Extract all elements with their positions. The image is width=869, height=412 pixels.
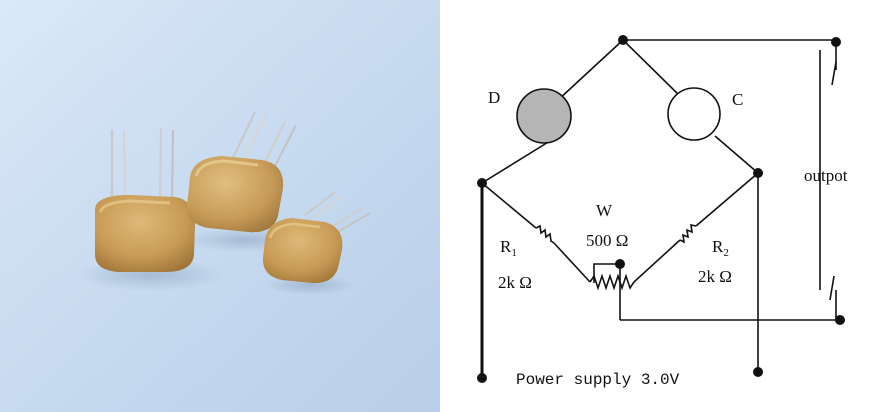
label-power-supply: Power supply 3.0V bbox=[516, 371, 680, 389]
wire-r2-upper bbox=[695, 172, 759, 227]
output-break-top bbox=[831, 61, 837, 86]
label-w: W bbox=[596, 201, 613, 220]
label-output: outpot bbox=[804, 166, 848, 185]
wire-top-right bbox=[622, 39, 681, 97]
node-top bbox=[618, 35, 628, 45]
label-r2: R2 bbox=[712, 237, 729, 259]
potentiometer-w bbox=[589, 273, 635, 291]
output-break-bottom bbox=[829, 275, 835, 301]
resistor-r1 bbox=[535, 224, 555, 244]
node-power-left bbox=[477, 373, 487, 383]
wire-c-to-right bbox=[714, 135, 759, 174]
label-c: C bbox=[732, 90, 743, 109]
wire-r1-upper bbox=[481, 182, 537, 229]
node-output-top bbox=[831, 37, 841, 47]
node-output-bottom bbox=[835, 315, 845, 325]
label-w-value: 500 Ω bbox=[586, 231, 628, 250]
wire-top-left bbox=[557, 39, 624, 101]
wire-r1-lower bbox=[553, 242, 591, 283]
node-right bbox=[753, 168, 763, 178]
node-left bbox=[477, 178, 487, 188]
sensor-element-d bbox=[516, 88, 572, 144]
node-power-right bbox=[753, 367, 763, 377]
label-r1: R1 bbox=[500, 237, 517, 259]
sensor-photo bbox=[0, 0, 440, 412]
label-r2-value: 2k Ω bbox=[698, 267, 732, 286]
wiper-arm bbox=[593, 263, 620, 283]
sensor-medium bbox=[186, 111, 297, 233]
node-wiper bbox=[615, 259, 625, 269]
sensor-small bbox=[262, 191, 371, 284]
label-r1-value: 2k Ω bbox=[498, 273, 532, 292]
wire-d-to-left bbox=[481, 135, 559, 184]
label-d: D bbox=[488, 88, 500, 107]
wire-r2-lower bbox=[633, 239, 681, 283]
sensor-element-c bbox=[667, 87, 721, 141]
bridge-circuit-diagram: D C W 500 Ω R1 2k Ω R2 2k Ω outpot Power… bbox=[477, 35, 848, 389]
resistor-r2 bbox=[679, 223, 697, 244]
sensor-large bbox=[95, 127, 195, 272]
